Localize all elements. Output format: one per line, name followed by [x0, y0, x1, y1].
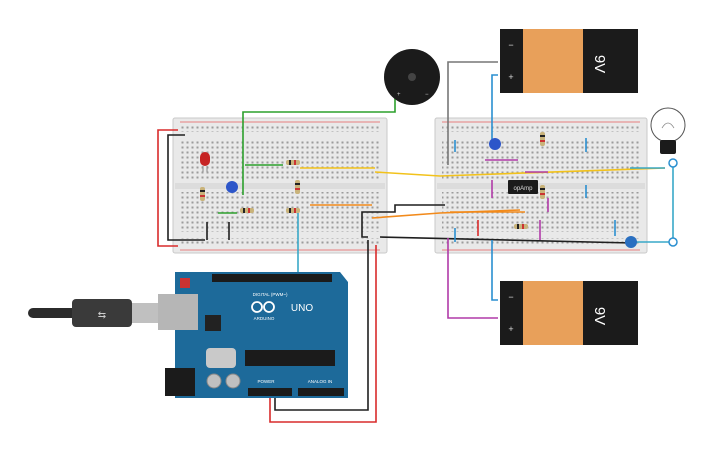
resistor-1 — [286, 160, 300, 165]
wire-purple-battery — [447, 238, 498, 319]
piezo-buzzer: + − — [384, 49, 440, 105]
usb-cable: ⇆ — [28, 299, 172, 327]
resistor-3 — [295, 180, 300, 194]
battery-top-minus: − — [508, 40, 513, 50]
wire-black-left-rail — [167, 134, 205, 241]
resistor-r3 — [514, 224, 528, 229]
wire-red-left-rail — [157, 129, 178, 247]
arduino-uno: DIGITAL (PWM~) UNO ARDUINO POWER ANALOG … — [158, 272, 348, 398]
resistor-5 — [286, 208, 300, 213]
wire-blue-battery-2 — [491, 240, 498, 301]
components-left — [200, 152, 300, 213]
wire-red-arduino — [269, 245, 377, 423]
arduino-uno-label: UNO — [291, 303, 313, 314]
wire-black-right-rail — [361, 204, 445, 238]
breadboard-left — [172, 117, 388, 254]
wire-black-bridge — [379, 236, 633, 244]
wire-blue-battery — [491, 74, 498, 148]
svg-text:⇆: ⇆ — [98, 310, 106, 321]
wire-green-buzzer — [242, 95, 396, 195]
wire-gray-battery — [447, 61, 498, 165]
resistor-r2 — [540, 185, 545, 199]
battery-bottom: − + 9V — [500, 281, 638, 345]
wire-black-arduino — [274, 240, 369, 411]
battery-bottom-minus: − — [508, 292, 513, 302]
wires — [157, 61, 674, 423]
resistor-4 — [240, 208, 254, 213]
red-led — [200, 152, 210, 172]
arduino-brand: ARDUINO — [254, 316, 275, 321]
svg-text:+: + — [397, 92, 401, 98]
breadboard-right — [434, 117, 648, 254]
resistor-r1 — [540, 132, 545, 146]
wire-yellow-cross — [374, 167, 666, 177]
wire-orange-cross — [371, 209, 521, 219]
arduino-logo: UNO ARDUINO — [251, 301, 313, 321]
opamp-chip: opAmp — [508, 180, 538, 194]
blue-capacitor-left — [226, 181, 238, 193]
arduino-digital-label: DIGITAL (PWM~) — [253, 292, 288, 297]
battery-bottom-plus: + — [508, 324, 513, 334]
arduino-analog-label: ANALOG IN — [308, 379, 333, 384]
battery-top-voltage: 9V — [591, 55, 608, 73]
opamp-label: opAmp — [513, 186, 533, 192]
light-bulb — [650, 107, 686, 247]
battery-top-plus: + — [508, 72, 513, 82]
blue-terminal — [625, 236, 637, 248]
battery-top: − + 9V — [500, 29, 638, 93]
arduino-power-label: POWER — [257, 379, 275, 384]
resistor-2 — [200, 187, 205, 201]
battery-bottom-voltage: 9V — [591, 307, 608, 325]
svg-text:−: − — [425, 92, 429, 98]
components-right: opAmp — [489, 132, 637, 248]
blue-capacitor-right — [489, 138, 501, 150]
